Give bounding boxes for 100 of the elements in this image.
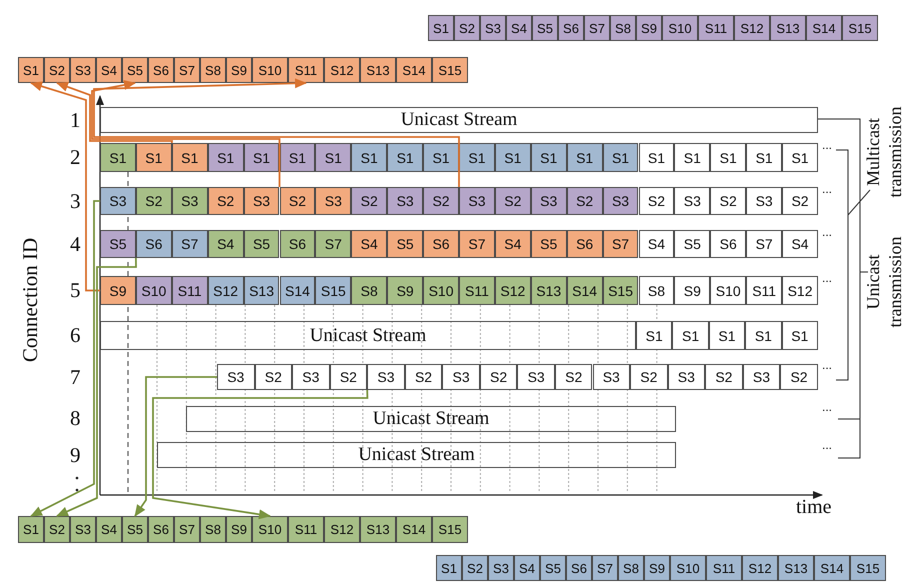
time-slot: S1 — [423, 143, 459, 172]
time-slot: S2 — [566, 187, 603, 215]
time-slot: S3 — [459, 187, 495, 215]
segment-slot: S6 — [558, 15, 584, 41]
time-slot: S2 — [554, 364, 592, 390]
ellipsis: ... — [822, 182, 832, 196]
arrow — [56, 82, 173, 144]
segment-slot: S8 — [610, 15, 636, 41]
time-slot: S3 — [517, 364, 555, 390]
segment-slot: S7 — [584, 15, 610, 41]
segment-slot: S4 — [96, 516, 122, 543]
row-number: 4 — [70, 232, 80, 257]
time-slot: S15 — [602, 276, 638, 305]
ellipsis: ... — [822, 138, 832, 152]
segment-slot: S5 — [540, 555, 566, 581]
time-slot: S1 — [672, 321, 709, 350]
time-slot: S6 — [136, 230, 172, 258]
time-slot: S4 — [351, 230, 388, 258]
time-slot: S3 — [315, 187, 352, 215]
segment-slot: S14 — [814, 555, 850, 581]
time-slot: S9 — [387, 276, 424, 305]
segment-slot: S1 — [18, 516, 44, 543]
segment-slot: S11 — [706, 555, 742, 581]
arrow — [30, 81, 100, 292]
segment-slot: S12 — [324, 57, 360, 83]
row-number: 5 — [70, 278, 80, 303]
time-slot: S3 — [387, 187, 424, 215]
time-slot: S1 — [208, 143, 244, 172]
time-slot: S4 — [638, 230, 674, 258]
time-slot: S1 — [351, 143, 388, 172]
time-slot: S7 — [602, 230, 638, 258]
time-slot: S1 — [387, 143, 424, 172]
time-slot: S13 — [530, 276, 567, 305]
time-slot: S7 — [315, 230, 352, 258]
time-slot: S2 — [254, 364, 292, 390]
segment-slot: S15 — [432, 516, 468, 543]
time-slot: S14 — [280, 276, 316, 305]
time-slot: S5 — [100, 230, 136, 258]
segment-slot: S13 — [778, 555, 814, 581]
segment-slot: S6 — [566, 555, 592, 581]
time-slot: S3 — [530, 187, 567, 215]
time-slot: S6 — [710, 230, 746, 258]
segment-slot: S3 — [480, 15, 506, 41]
time-slot: S1 — [136, 143, 172, 172]
segment-slot: S1 — [428, 15, 454, 41]
segment-slot: S8 — [618, 555, 644, 581]
time-slot: S6 — [423, 230, 459, 258]
time-slot: S2 — [404, 364, 442, 390]
time-slot: S6 — [566, 230, 603, 258]
row-number: 7 — [70, 365, 80, 390]
time-slot: S1 — [566, 143, 603, 172]
row-number: 6 — [70, 323, 80, 348]
bracket-label: Multicast transmission — [862, 106, 906, 200]
row-number: 9 — [70, 443, 80, 468]
stream-bar: Unicast Stream — [186, 406, 676, 432]
time-slot: S8 — [351, 276, 388, 305]
time-slot: S3 — [367, 364, 405, 390]
segment-slot: S11 — [698, 15, 734, 41]
time-slot: S10 — [136, 276, 172, 305]
segment-slot: S1 — [18, 57, 44, 83]
ellipsis: ... — [822, 271, 832, 285]
time-slot: S4 — [208, 230, 244, 258]
time-slot: S1 — [782, 321, 818, 350]
segment-slot: S9 — [636, 15, 662, 41]
time-slot: S5 — [674, 230, 710, 258]
arrow — [134, 376, 217, 517]
time-slot: S3 — [292, 364, 330, 390]
segment-slot: S7 — [174, 516, 200, 543]
time-slot: S2 — [782, 187, 818, 215]
time-slot: S3 — [746, 187, 782, 215]
time-slot: S2 — [638, 187, 674, 215]
segment-slot: S10 — [252, 57, 288, 83]
segment-slot: S7 — [592, 555, 618, 581]
row-number: 8 — [70, 406, 80, 431]
segment-slot: S5 — [122, 57, 148, 83]
time-slot: S10 — [710, 276, 746, 305]
stream-bar: Unicast Stream — [100, 321, 636, 350]
time-slot: S3 — [668, 364, 706, 390]
time-slot: S3 — [172, 187, 208, 215]
time-slot: S1 — [708, 321, 746, 350]
time-slot: S2 — [630, 364, 668, 390]
time-slot: S12 — [208, 276, 244, 305]
time-slot: S3 — [592, 364, 630, 390]
ellipsis: ... — [822, 358, 832, 372]
time-slot: S2 — [494, 187, 531, 215]
segment-slot: S8 — [200, 57, 226, 83]
time-slot: S5 — [387, 230, 424, 258]
ellipsis: ... — [822, 225, 832, 239]
time-slot: S5 — [530, 230, 567, 258]
row-number: 2 — [70, 145, 80, 170]
time-slot: S12 — [782, 276, 818, 305]
segment-slot: S13 — [360, 57, 396, 83]
time-slot: S14 — [566, 276, 603, 305]
time-slot: S3 — [217, 364, 255, 390]
ellipsis: ... — [822, 400, 832, 414]
time-slot: S7 — [172, 230, 208, 258]
segment-slot: S4 — [506, 15, 532, 41]
segment-slot: S4 — [96, 57, 122, 83]
time-slot: S2 — [280, 187, 316, 215]
segment-slot: S11 — [288, 57, 324, 83]
